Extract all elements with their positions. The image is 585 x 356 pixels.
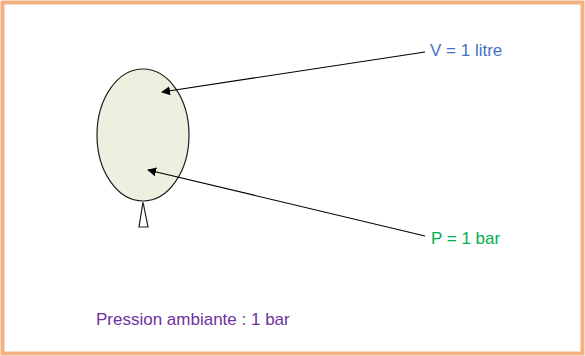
frame	[3, 3, 583, 354]
balloon	[97, 69, 189, 201]
leader-line	[162, 52, 425, 92]
balloon-knot	[139, 202, 148, 227]
leader-line	[148, 170, 425, 236]
ambient-pressure-note: Pression ambiante : 1 bar	[96, 310, 290, 330]
volume-label: V = 1 litre	[430, 41, 502, 61]
pressure-label: P = 1 bar	[431, 229, 500, 249]
